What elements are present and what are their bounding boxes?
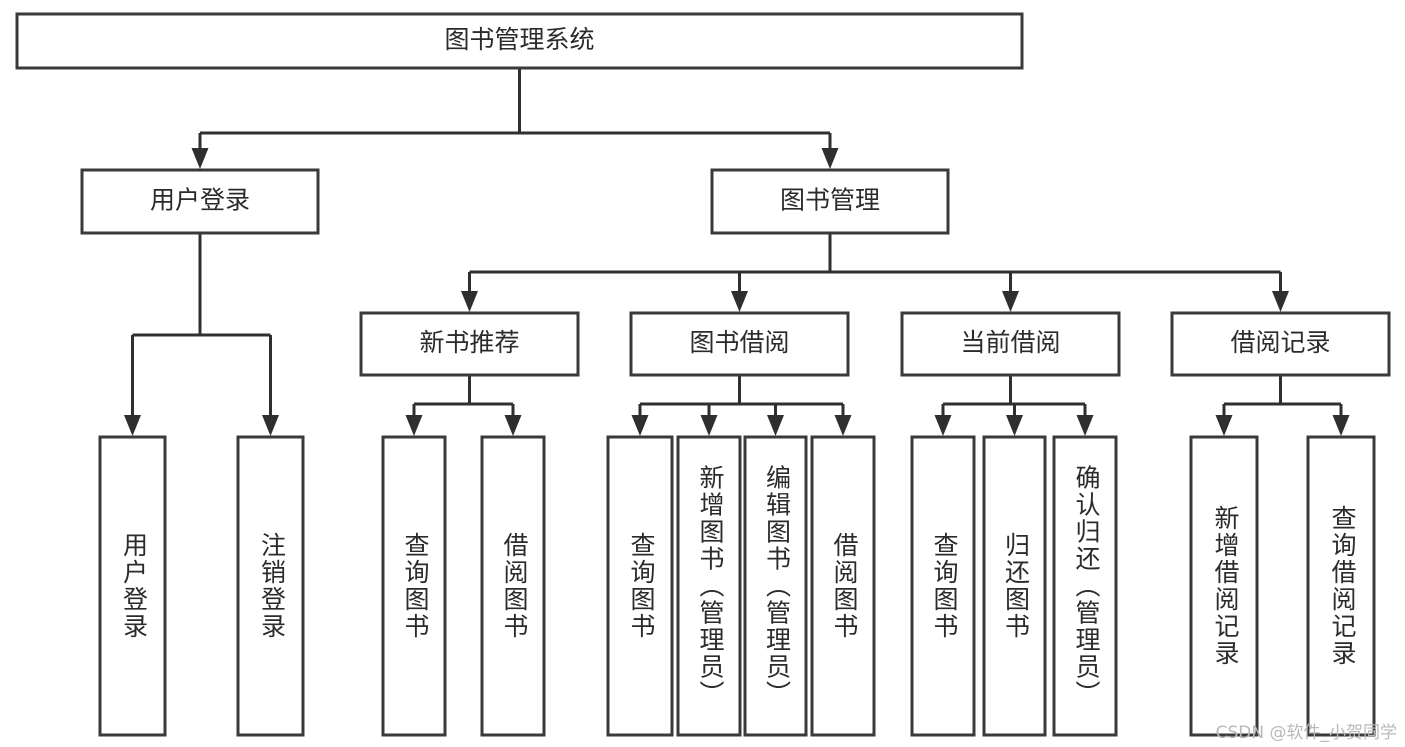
node-leaf-add-book[interactable]: 新增图书（管理员） xyxy=(676,435,742,737)
node-current-borrow[interactable]: 当前借阅 xyxy=(900,311,1121,377)
arrow-head-icon xyxy=(934,415,952,436)
arrow-head-icon xyxy=(631,415,649,436)
node-label-leaf-query-book-2: 查询图书 xyxy=(627,532,656,640)
node-label-leaf-borrow-book-1: 借阅图书 xyxy=(500,532,529,640)
node-label-leaf-edit-book: 编辑图书（管理员） xyxy=(763,465,792,708)
node-layer: 图书管理系统用户登录图书管理新书推荐图书借阅当前借阅借阅记录用户登录注销登录查询… xyxy=(15,12,1391,737)
arrow-head-icon xyxy=(461,291,478,312)
node-user-login[interactable]: 用户登录 xyxy=(80,168,320,235)
arrow-head-icon xyxy=(1006,415,1023,436)
arrow-head-icon xyxy=(1215,415,1233,436)
node-leaf-query-book-1[interactable]: 查询图书 xyxy=(381,435,447,737)
connector-group-borrowrecord-to-leaves xyxy=(1215,375,1350,436)
node-leaf-confirm-return[interactable]: 确认归还（管理员） xyxy=(1052,435,1118,737)
arrow-head-icon xyxy=(124,415,141,436)
node-label-leaf-logout: 注销登录 xyxy=(258,532,287,640)
node-book-borrow[interactable]: 图书借阅 xyxy=(629,311,850,377)
node-box-leaf-logout[interactable] xyxy=(236,435,305,737)
node-box-book-borrow[interactable] xyxy=(629,311,850,377)
node-box-leaf-query-record[interactable] xyxy=(1306,435,1376,737)
node-label-user-login: 用户登录 xyxy=(150,186,250,215)
node-leaf-return-book[interactable]: 归还图书 xyxy=(982,435,1047,737)
arrow-head-icon xyxy=(262,415,279,436)
node-leaf-borrow-book-1[interactable]: 借阅图书 xyxy=(480,435,546,737)
arrow-head-icon xyxy=(504,415,522,436)
csdn-watermark: CSDN @软件_小贺同学 xyxy=(1215,723,1397,743)
connector-group-userlogin-to-leaves xyxy=(124,233,279,436)
node-box-leaf-add-record[interactable] xyxy=(1189,435,1259,737)
node-label-leaf-query-record: 查询借阅记录 xyxy=(1328,505,1357,667)
node-label-leaf-confirm-return: 确认归还（管理员） xyxy=(1072,465,1101,708)
arrow-head-icon xyxy=(1272,291,1289,312)
arrow-head-icon xyxy=(821,148,839,169)
node-label-book-manage: 图书管理 xyxy=(780,186,880,215)
arrow-head-icon xyxy=(405,415,423,436)
node-leaf-logout[interactable]: 注销登录 xyxy=(236,435,305,737)
node-label-new-book-rec: 新书推荐 xyxy=(419,328,519,357)
node-label-leaf-borrow-book-2: 借阅图书 xyxy=(830,532,859,640)
node-box-leaf-return-book[interactable] xyxy=(982,435,1047,737)
node-label-borrow-record: 借阅记录 xyxy=(1230,328,1330,357)
node-root[interactable]: 图书管理系统 xyxy=(15,12,1024,70)
node-label-leaf-user-login: 用户登录 xyxy=(120,532,149,640)
node-label-leaf-add-record: 新增借阅记录 xyxy=(1211,505,1240,667)
node-leaf-query-record[interactable]: 查询借阅记录 xyxy=(1306,435,1376,737)
node-box-leaf-user-login[interactable] xyxy=(98,435,167,737)
connector-group-bookborrow-to-leaves xyxy=(631,375,852,436)
node-new-book-rec[interactable]: 新书推荐 xyxy=(359,311,580,377)
arrow-head-icon xyxy=(1002,291,1019,312)
node-leaf-add-record[interactable]: 新增借阅记录 xyxy=(1189,435,1259,737)
node-label-root: 图书管理系统 xyxy=(444,25,594,54)
arrow-head-icon xyxy=(1076,415,1094,436)
connector-group-newbookrec-to-leaves xyxy=(405,375,522,436)
node-box-leaf-borrow-book-2[interactable] xyxy=(810,435,876,737)
node-leaf-edit-book[interactable]: 编辑图书（管理员） xyxy=(743,435,808,737)
node-box-borrow-record[interactable] xyxy=(1170,311,1391,377)
node-box-new-book-rec[interactable] xyxy=(359,311,580,377)
node-borrow-record[interactable]: 借阅记录 xyxy=(1170,311,1391,377)
node-label-leaf-query-book-1: 查询图书 xyxy=(401,532,430,640)
node-label-leaf-query-book-3: 查询图书 xyxy=(930,532,959,640)
node-box-leaf-confirm-return[interactable] xyxy=(1052,435,1118,737)
arrow-head-icon xyxy=(834,415,852,436)
arrow-head-icon xyxy=(767,415,784,436)
node-box-leaf-query-book-1[interactable] xyxy=(381,435,447,737)
node-label-book-borrow: 图书借阅 xyxy=(689,328,789,357)
node-book-manage[interactable]: 图书管理 xyxy=(710,168,950,235)
arrow-head-icon xyxy=(700,415,718,436)
node-box-leaf-borrow-book-1[interactable] xyxy=(480,435,546,737)
connector-layer xyxy=(124,68,1350,436)
node-box-user-login[interactable] xyxy=(80,168,320,235)
node-box-current-borrow[interactable] xyxy=(900,311,1121,377)
node-box-root[interactable] xyxy=(15,12,1024,70)
node-leaf-query-book-2[interactable]: 查询图书 xyxy=(606,435,674,737)
arrow-head-icon xyxy=(1332,415,1350,436)
node-box-book-manage[interactable] xyxy=(710,168,950,235)
arrow-head-icon xyxy=(191,148,209,169)
node-box-leaf-edit-book[interactable] xyxy=(743,435,808,737)
node-label-current-borrow: 当前借阅 xyxy=(960,328,1060,357)
node-box-leaf-query-book-2[interactable] xyxy=(606,435,674,737)
node-box-leaf-add-book[interactable] xyxy=(676,435,742,737)
node-box-leaf-query-book-3[interactable] xyxy=(910,435,976,737)
connector-group-bookmanage-to-level3 xyxy=(461,233,1289,312)
connector-group-currentborrow-to-leaves xyxy=(934,375,1094,436)
node-leaf-borrow-book-2[interactable]: 借阅图书 xyxy=(810,435,876,737)
arrow-head-icon xyxy=(731,291,748,312)
node-label-leaf-return-book: 归还图书 xyxy=(1002,532,1031,640)
connector-group-root-to-level2 xyxy=(191,68,839,169)
node-label-leaf-add-book: 新增图书（管理员） xyxy=(696,465,725,708)
node-leaf-user-login[interactable]: 用户登录 xyxy=(98,435,167,737)
node-leaf-query-book-3[interactable]: 查询图书 xyxy=(910,435,976,737)
